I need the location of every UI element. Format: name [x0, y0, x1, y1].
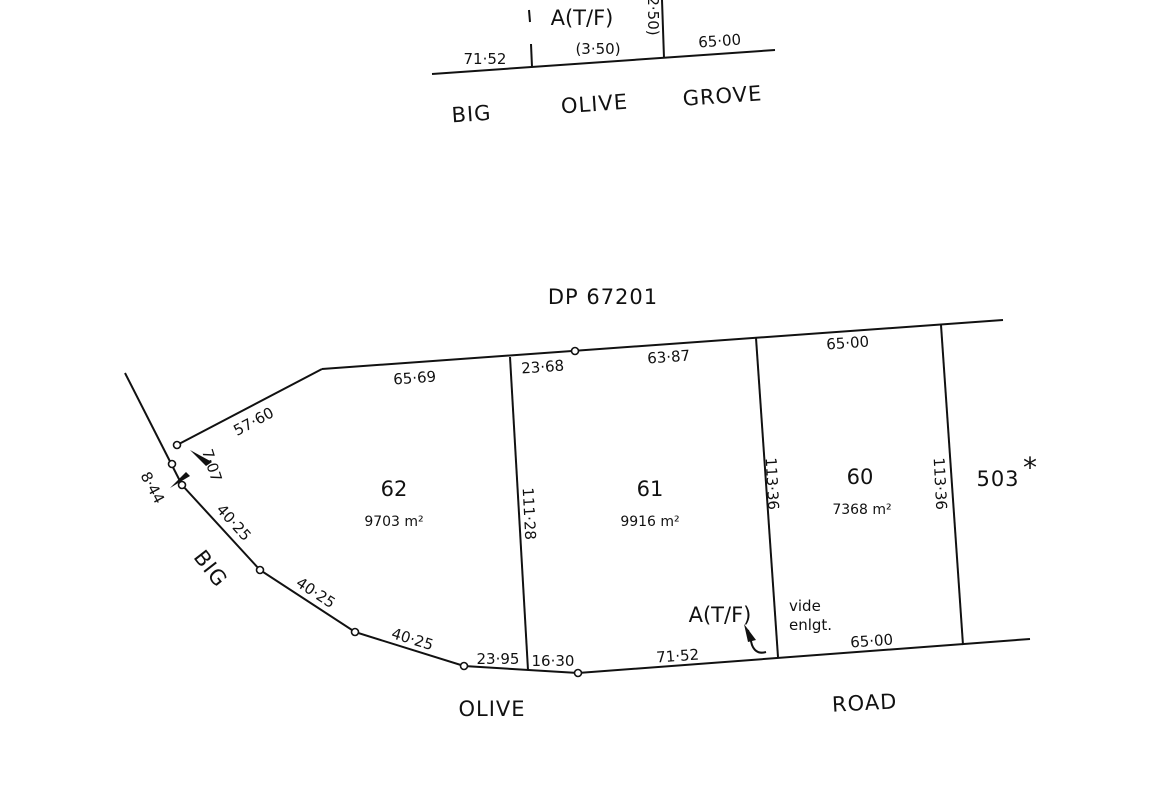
inset-dim-vertical: 2·50)	[644, 0, 662, 36]
road-big: BIG	[189, 546, 232, 592]
inset-dim-left: 71·52	[464, 50, 507, 68]
vide-label: vide	[789, 597, 821, 615]
arrow-icon	[170, 472, 190, 488]
splay-boundary	[176, 368, 323, 446]
dim-curve-1: 40·25	[213, 501, 255, 545]
lot-62-number: 62	[381, 477, 408, 501]
boundary-62-61	[509, 356, 529, 671]
south-boundary	[181, 484, 1031, 675]
survey-mark	[573, 668, 583, 678]
survey-mark	[570, 346, 580, 356]
survey-mark	[167, 459, 177, 469]
dim-side-62-61: 111·28	[519, 487, 540, 540]
lot-61-area: 9916 m²	[620, 514, 679, 530]
inset-road-olive: OLIVE	[560, 90, 629, 119]
dim-bottom-60: 65·00	[850, 631, 894, 652]
lot-60-area: 7368 m²	[832, 502, 891, 518]
dim-side-60-503: 113·36	[930, 457, 951, 510]
survey-mark	[177, 480, 187, 490]
vide-label-2: enlgt.	[789, 616, 832, 634]
inset-boundary	[661, 0, 665, 59]
adjoining-north: DP 67201	[548, 285, 658, 309]
inset-road-boundary	[431, 49, 776, 75]
inset-road-big: BIG	[451, 101, 492, 128]
inset-tick	[528, 9, 531, 23]
inset-dim-mid: (3·50)	[575, 40, 620, 58]
dim-small-b: 8·44	[137, 469, 169, 507]
survey-mark	[459, 661, 469, 671]
adjoining-east: 503	[976, 467, 1019, 491]
road-road: ROAD	[831, 689, 897, 716]
big-olive-road-line	[124, 372, 183, 486]
dim-top-60: 65·00	[826, 333, 870, 354]
lot-62-area: 9703 m²	[364, 514, 423, 530]
dim-top-61a: 23·68	[521, 357, 565, 378]
inset-road-grove: GROVE	[682, 81, 763, 110]
plan-lines	[124, 319, 1031, 678]
dim-side-61-60: 113·36	[762, 457, 783, 510]
dim-top-61b: 63·87	[647, 347, 691, 368]
dim-bottom-61a: 16·30	[532, 652, 575, 670]
survey-mark	[172, 440, 182, 450]
lot-61-number: 61	[637, 477, 664, 501]
lot-60-number: 60	[847, 465, 874, 489]
inset-annotation: A(T/F)	[551, 6, 614, 30]
dim-bottom-61b: 71·52	[656, 646, 700, 667]
boundary-60-503	[940, 324, 964, 646]
inset-tick	[530, 43, 533, 68]
north-boundary	[321, 319, 1004, 370]
dim-top-62: 65·69	[393, 368, 437, 389]
asterisk-mark: *	[1023, 451, 1037, 484]
arrow-icon	[190, 450, 212, 466]
inset-dim-right: 65·00	[698, 31, 742, 52]
boundary-61-60	[755, 337, 779, 658]
survey-mark	[255, 565, 265, 575]
easement-label: A(T/F)	[689, 603, 752, 627]
easement-arrow-icon	[747, 629, 767, 654]
survey-mark	[350, 627, 360, 637]
dim-small-a: 7·07	[198, 447, 225, 484]
dim-bottom-62: 23·95	[477, 650, 520, 668]
road-olive: OLIVE	[458, 697, 525, 721]
arrow-icon	[744, 624, 756, 642]
inset-detail: 71·52 A(T/F) (3·50) 2·50) 65·00 BIG OLIV…	[431, 0, 776, 128]
dim-splay: 57·60	[230, 404, 276, 440]
